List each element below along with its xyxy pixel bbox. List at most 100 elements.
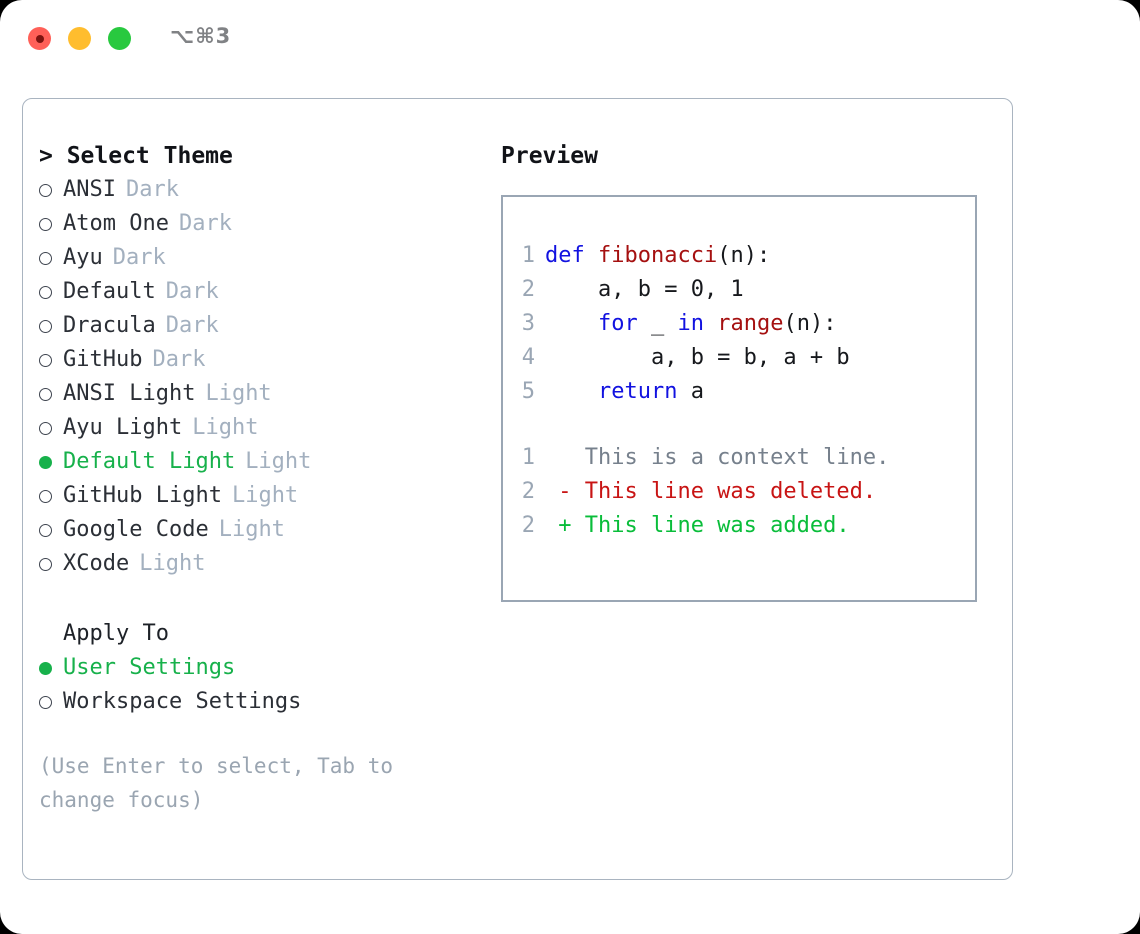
diff-line-text: + This line was added. bbox=[545, 509, 850, 543]
theme-variant-tag: Dark bbox=[112, 245, 166, 270]
theme-variant-tag: Dark bbox=[152, 347, 206, 372]
apply-to-option[interactable]: Workspace Settings bbox=[39, 685, 479, 719]
theme-label: Default Light bbox=[63, 449, 236, 474]
code-line: 3 for _ in range(n): bbox=[503, 307, 975, 341]
code-line: 2 a, b = 0, 1 bbox=[503, 273, 975, 307]
theme-option[interactable]: Dracula Dark bbox=[39, 309, 479, 343]
token-fn: fibonacci bbox=[597, 243, 718, 268]
radio-unselected-icon[interactable] bbox=[39, 695, 52, 709]
theme-option[interactable]: Ayu Dark bbox=[39, 241, 479, 275]
radio-unselected-icon[interactable] bbox=[39, 387, 52, 401]
select-theme-heading: > Select Theme bbox=[39, 143, 233, 169]
token-pl: _ bbox=[637, 311, 678, 336]
token-fn: range bbox=[717, 311, 784, 336]
theme-variant-tag: Light bbox=[218, 517, 285, 542]
radio-unselected-icon[interactable] bbox=[39, 489, 52, 503]
token-pl: a bbox=[677, 379, 704, 404]
radio-unselected-icon[interactable] bbox=[39, 183, 52, 197]
code-line: 1 def fibonacci(n): bbox=[503, 239, 975, 273]
radio-unselected-icon[interactable] bbox=[39, 523, 52, 537]
diff-line: 2 + This line was added. bbox=[503, 509, 975, 543]
theme-variant-tag: Dark bbox=[125, 177, 179, 202]
line-number: 2 bbox=[521, 479, 535, 504]
diff-line-text: - This line was deleted. bbox=[545, 475, 876, 509]
radio-unselected-icon[interactable] bbox=[39, 285, 52, 299]
token-ctx: This is a context line. bbox=[545, 445, 890, 470]
theme-variant-tag: Dark bbox=[165, 313, 219, 338]
radio-unselected-icon[interactable] bbox=[39, 557, 52, 571]
radio-unselected-icon[interactable] bbox=[39, 217, 52, 231]
apply-to-heading: Apply To bbox=[63, 621, 169, 646]
theme-label: ANSI bbox=[63, 177, 116, 202]
code-line-text: def fibonacci(n): bbox=[545, 239, 770, 273]
theme-variant-tag: Dark bbox=[178, 211, 232, 236]
theme-option[interactable]: ANSI Dark bbox=[39, 173, 479, 207]
keyboard-hint-text: (Use Enter to select, Tab to change focu… bbox=[39, 754, 406, 812]
radio-selected-icon[interactable] bbox=[39, 455, 52, 469]
theme-option[interactable]: GitHub Light Light bbox=[39, 479, 479, 513]
token-pl bbox=[545, 379, 598, 404]
token-pl: a, b = b, a + b bbox=[545, 345, 850, 370]
theme-option[interactable]: GitHub Dark bbox=[39, 343, 479, 377]
diff-line: 2 - This line was deleted. bbox=[503, 475, 975, 509]
apply-to-label: Workspace Settings bbox=[63, 689, 302, 714]
theme-label: GitHub bbox=[63, 347, 143, 372]
token-pl: (n): bbox=[783, 311, 837, 336]
diff-line-text: This is a context line. bbox=[545, 441, 890, 475]
theme-variant-tag: Dark bbox=[165, 279, 219, 304]
theme-label: GitHub Light bbox=[63, 483, 222, 508]
minimize-window-button[interactable] bbox=[68, 27, 91, 50]
code-diff-spacer bbox=[503, 409, 975, 441]
apply-to-option[interactable]: User Settings bbox=[39, 651, 479, 685]
preview-heading: Preview bbox=[501, 143, 598, 169]
radio-unselected-icon[interactable] bbox=[39, 353, 52, 367]
maximize-window-button[interactable] bbox=[108, 27, 131, 50]
title-bar: ⌥⌘3 bbox=[0, 0, 1140, 78]
apply-to-label: User Settings bbox=[63, 655, 236, 680]
close-window-button[interactable] bbox=[28, 27, 51, 50]
radio-unselected-icon[interactable] bbox=[39, 251, 52, 265]
line-number: 1 bbox=[521, 243, 535, 268]
token-add: + This line was added. bbox=[545, 513, 850, 538]
token-pl bbox=[545, 311, 598, 336]
line-number: 2 bbox=[521, 277, 535, 302]
code-line-text: return a bbox=[545, 375, 704, 409]
token-kw: return bbox=[597, 379, 678, 404]
theme-option[interactable]: ANSI Light Light bbox=[39, 377, 479, 411]
token-del: - This line was deleted. bbox=[545, 479, 877, 504]
token-pl: (n): bbox=[717, 243, 771, 268]
theme-label: Ayu Light bbox=[63, 415, 183, 440]
theme-label: Ayu bbox=[63, 245, 103, 270]
theme-label: Dracula bbox=[63, 313, 156, 338]
line-number: 2 bbox=[521, 513, 535, 538]
theme-label: ANSI Light bbox=[63, 381, 196, 406]
line-number: 3 bbox=[521, 311, 535, 336]
theme-variant-tag: Light bbox=[205, 381, 272, 406]
code-line: 4 a, b = b, a + b bbox=[503, 341, 975, 375]
radio-selected-icon[interactable] bbox=[39, 661, 52, 675]
theme-option[interactable]: Atom One Dark bbox=[39, 207, 479, 241]
diff-sample: 1 This is a context line. 2 - This line w… bbox=[503, 441, 975, 543]
code-line-text: a, b = 0, 1 bbox=[545, 273, 744, 307]
theme-label: XCode bbox=[63, 551, 130, 576]
line-number: 1 bbox=[521, 445, 535, 470]
line-number: 4 bbox=[521, 345, 535, 370]
radio-unselected-icon[interactable] bbox=[39, 421, 52, 435]
radio-unselected-icon[interactable] bbox=[39, 319, 52, 333]
keyboard-shortcut-label: ⌥⌘3 bbox=[170, 24, 232, 48]
theme-label: Atom One bbox=[63, 211, 169, 236]
theme-variant-tag: Light bbox=[231, 483, 299, 508]
